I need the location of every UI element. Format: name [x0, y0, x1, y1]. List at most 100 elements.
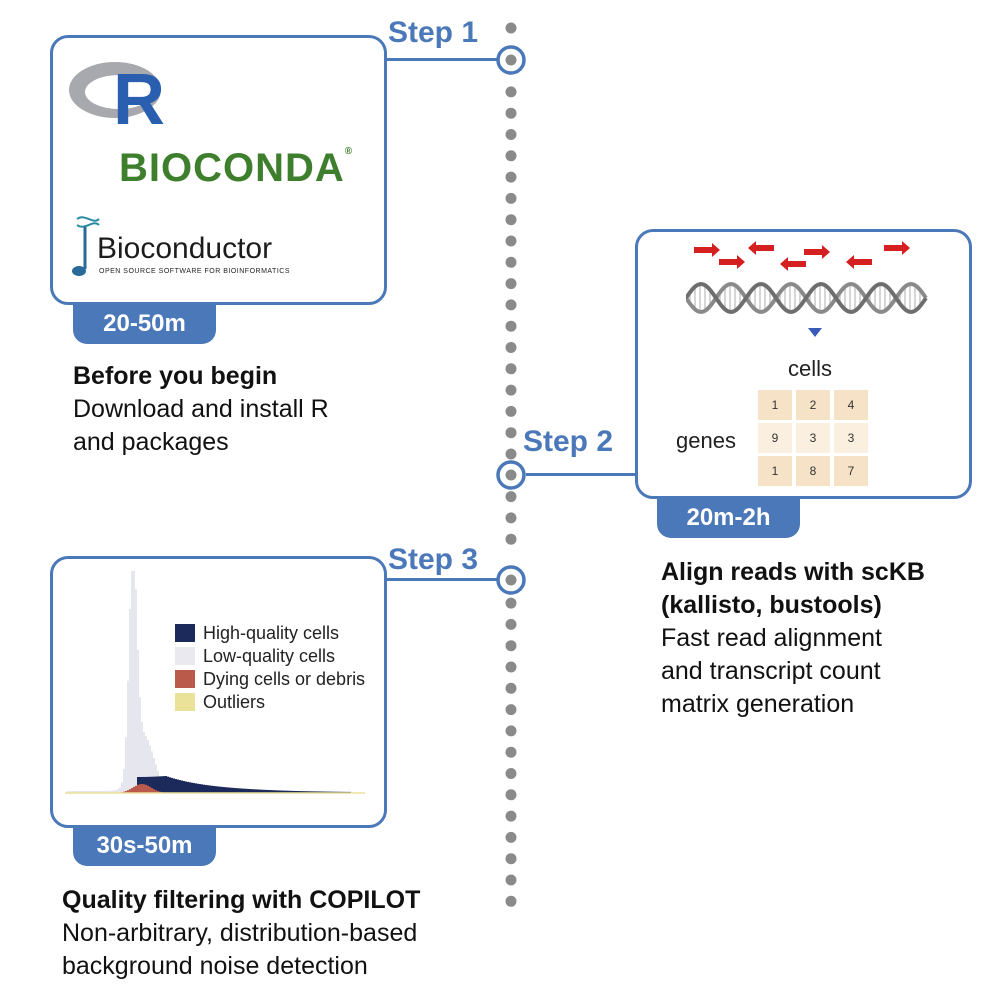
histogram-bar: [205, 784, 207, 793]
histogram-bar: [229, 787, 231, 793]
histogram-bar: [131, 571, 133, 793]
matrix-cell: 8: [796, 456, 830, 486]
histogram-bar: [129, 789, 131, 793]
histogram-bar: [111, 790, 113, 793]
histogram-bar: [185, 781, 187, 793]
histogram-bar: [163, 776, 165, 793]
matrix-col-label: cells: [788, 356, 833, 381]
histogram-bar: [211, 785, 213, 793]
histogram-bar: [151, 776, 153, 793]
histogram-bar: [307, 791, 309, 793]
histogram-bar: [235, 788, 237, 793]
histogram-bar: [227, 787, 229, 793]
histogram-bar: [93, 790, 95, 793]
histogram-bar: [207, 785, 209, 793]
matrix-cell: 3: [834, 423, 868, 453]
histogram-bar: [147, 776, 149, 793]
histogram-bar: [313, 791, 315, 793]
bioconductor-helix-icon: [72, 216, 100, 276]
histogram-bar: [213, 785, 215, 793]
timeline-dot: [505, 150, 517, 162]
timeline-dot: [505, 853, 517, 865]
histogram-bar: [287, 790, 289, 793]
histogram-bar: [141, 784, 143, 793]
legend-item-dying: Dying cells or debris: [175, 669, 365, 690]
histogram-bar: [99, 790, 101, 793]
histogram-bar: [187, 781, 189, 793]
histogram-bar: [149, 786, 151, 793]
step-3-line-1: Non-arbitrary, distribution-based: [62, 919, 418, 947]
histogram-bar: [143, 732, 145, 793]
timeline-dot: [505, 640, 517, 652]
legend-swatch: [175, 647, 195, 665]
histogram-bar: [285, 790, 287, 793]
timeline-dot: [505, 725, 517, 737]
histogram-bar: [157, 776, 159, 793]
step-2-label: Step 2: [523, 425, 614, 458]
timeline-dot: [505, 129, 517, 140]
histogram-bar: [309, 791, 311, 793]
connector-step-1: [385, 58, 497, 61]
histogram-bar: [127, 680, 129, 793]
histogram-bar: [247, 788, 249, 793]
dna-reads-illustration: [686, 241, 928, 314]
timeline-dot: [505, 512, 517, 524]
read-arrow-icon: [748, 241, 774, 255]
histogram-bar: [273, 790, 275, 793]
timeline-dot: [505, 299, 517, 311]
histogram-bar: [131, 788, 133, 793]
histogram-bar: [281, 790, 283, 793]
histogram-bar: [145, 784, 147, 793]
matrix-row-label: genes: [676, 428, 736, 453]
qc-histogram: [65, 571, 365, 794]
histogram-bar: [151, 788, 153, 793]
timeline-dot: [505, 22, 517, 34]
step-1-line-1: Download and install R: [73, 395, 329, 423]
histogram-bar: [231, 787, 233, 793]
histogram-bar: [263, 789, 265, 793]
histogram-bar: [83, 791, 85, 793]
legend-swatch: [175, 670, 195, 688]
histogram-bar: [155, 776, 157, 793]
matrix-cell: 1: [758, 456, 792, 486]
timeline-dot: [505, 661, 517, 673]
read-arrow-icon: [884, 241, 910, 255]
histogram-bar: [303, 791, 305, 793]
legend-item-low-quality: Low-quality cells: [175, 646, 335, 667]
read-arrow-icon: [719, 255, 745, 269]
histogram-bar: [103, 790, 105, 793]
histogram-bar: [177, 779, 179, 793]
histogram-bar: [243, 788, 245, 793]
histogram-bar: [267, 789, 269, 793]
histogram-bar: [101, 790, 103, 793]
timeline-dot: [505, 363, 517, 375]
histogram-bar: [311, 791, 313, 793]
matrix-cell: 7: [834, 456, 868, 486]
histogram-bar: [193, 783, 195, 793]
histogram-bar: [199, 784, 201, 793]
histogram-bar: [269, 790, 271, 793]
histogram-bar: [301, 791, 303, 793]
histogram-bar: [133, 571, 135, 793]
histogram-bar: [315, 791, 317, 793]
read-arrow-icon: [846, 255, 872, 269]
histogram-bar: [133, 786, 135, 793]
step-3-panel: High-quality cells Low-quality cells Dyi…: [50, 556, 387, 828]
timeline-dot: [505, 789, 517, 801]
histogram-bar: [151, 751, 153, 793]
timeline-dot: [505, 597, 517, 609]
timeline-dot: [505, 682, 517, 694]
histogram-bar: [299, 791, 301, 793]
histogram-bar: [169, 777, 171, 793]
timeline-dot: [505, 171, 517, 183]
matrix-cell: 4: [834, 390, 868, 420]
histogram-bar: [119, 787, 121, 793]
step-1-heading: Before you begin: [73, 362, 278, 390]
histogram-bar: [223, 787, 225, 793]
r-logo: R: [69, 60, 165, 132]
histogram-bar: [71, 791, 73, 793]
histogram-bar: [255, 789, 257, 793]
histogram-bar: [295, 790, 297, 793]
legend-swatch: [175, 624, 195, 642]
histogram-bar: [283, 790, 285, 793]
